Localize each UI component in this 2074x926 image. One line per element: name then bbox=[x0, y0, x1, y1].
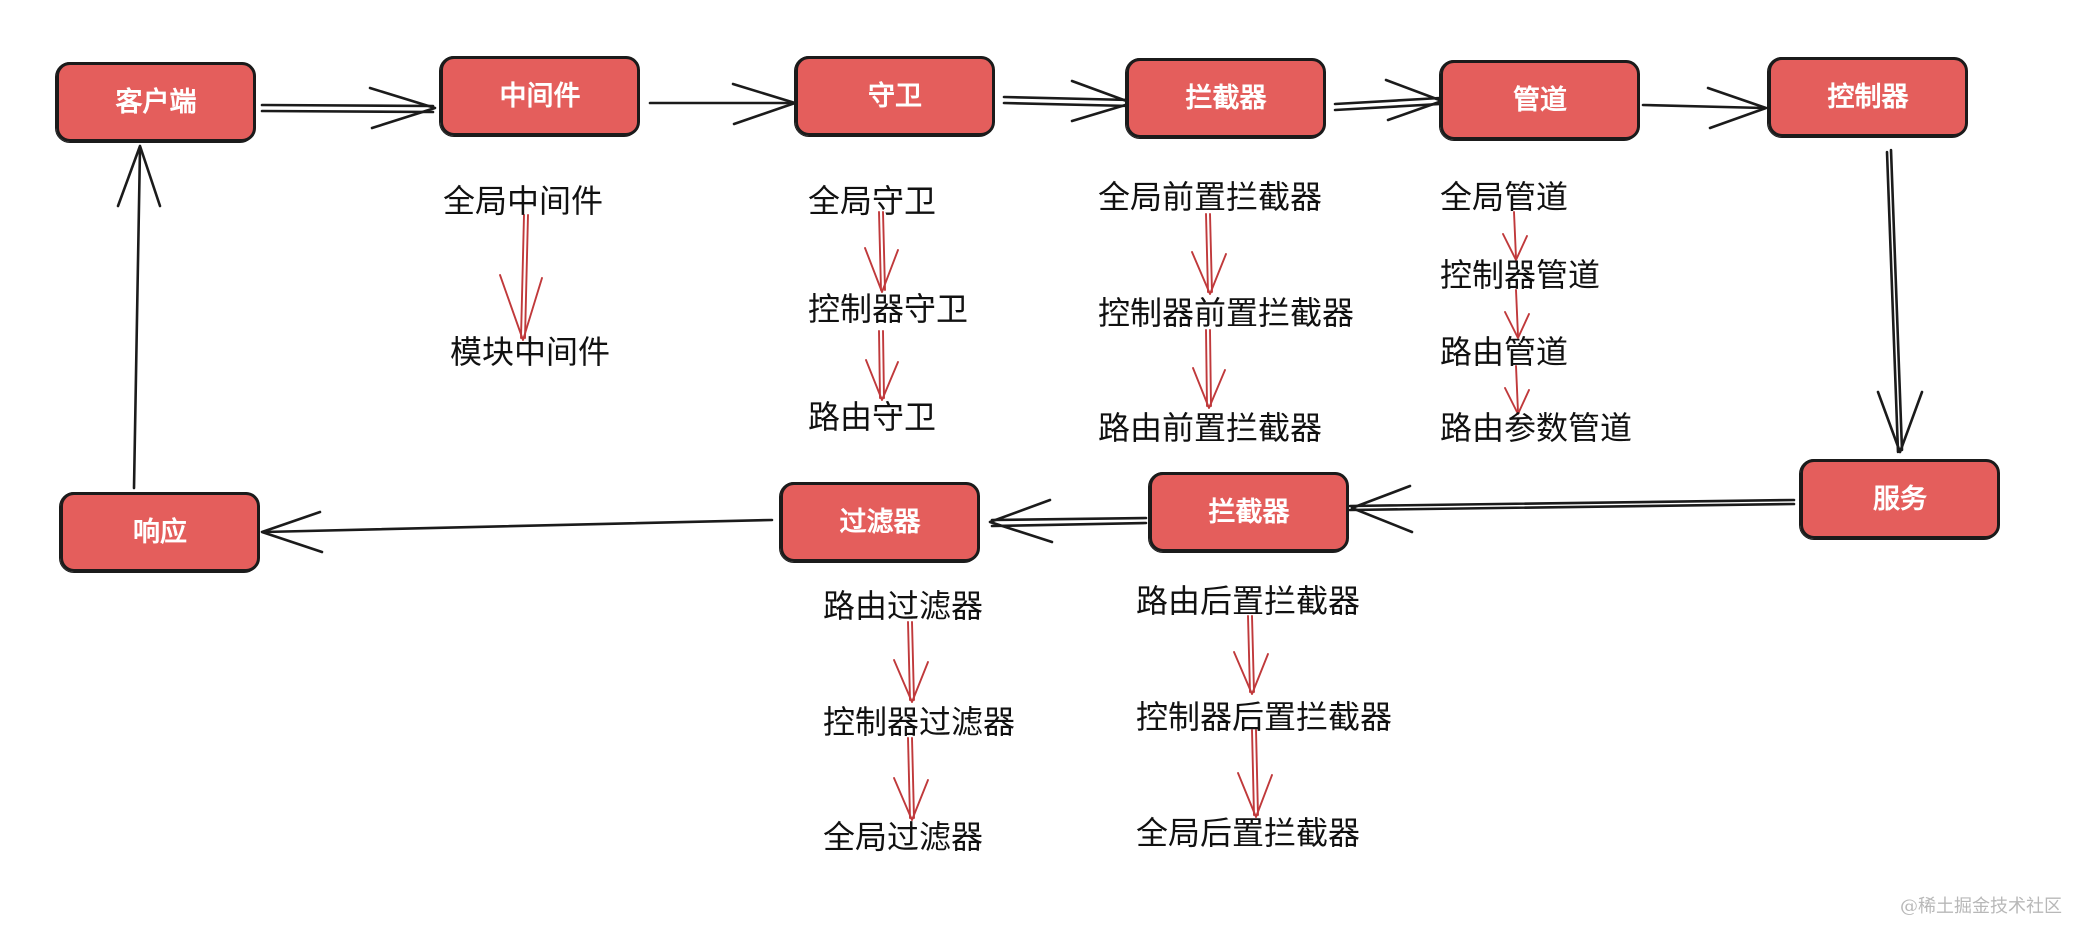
node-service: 服务 bbox=[1799, 459, 2000, 540]
node-client: 客户端 bbox=[55, 62, 256, 143]
node-response: 响应 bbox=[59, 492, 260, 573]
arrow-controller-to-service bbox=[1876, 148, 1924, 454]
node-interceptor-post: 拦截器 bbox=[1148, 472, 1349, 553]
arrow-interceptor-to-pipe bbox=[1333, 78, 1444, 122]
guard-chain-item: 控制器守卫 bbox=[808, 290, 969, 328]
chain-arrow-interceptor-pre-1 bbox=[1191, 213, 1227, 295]
chain-arrow-pipe-1 bbox=[1502, 211, 1528, 261]
pipe-chain-item: 路由管道 bbox=[1440, 333, 1569, 371]
guard-chain-item: 路由守卫 bbox=[808, 398, 937, 436]
chain-arrow-filter-2 bbox=[893, 737, 929, 821]
node-interceptor-pre: 拦截器 bbox=[1125, 58, 1326, 139]
arrow-middleware-to-guard bbox=[648, 82, 797, 126]
interceptor-pre-chain-item: 路由前置拦截器 bbox=[1098, 409, 1323, 447]
guard-chain-item: 全局守卫 bbox=[808, 182, 937, 220]
arrow-client-to-middleware bbox=[260, 86, 437, 130]
interceptor-pre-chain-item: 控制器前置拦截器 bbox=[1098, 294, 1355, 332]
chain-arrow-guard-2 bbox=[865, 330, 899, 401]
node-guard: 守卫 bbox=[794, 56, 995, 137]
filter-chain-item: 全局过滤器 bbox=[823, 818, 984, 856]
pipe-chain-item: 路由参数管道 bbox=[1440, 409, 1633, 447]
interceptor-pre-chain-item: 全局前置拦截器 bbox=[1098, 178, 1323, 216]
arrow-pipe-to-controller bbox=[1641, 86, 1768, 130]
chain-arrow-interceptor-post-1 bbox=[1233, 615, 1269, 695]
filter-chain-item: 控制器过滤器 bbox=[823, 703, 1016, 741]
interceptor-post-chain-item: 路由后置拦截器 bbox=[1136, 582, 1361, 620]
chain-arrow-pipe-2 bbox=[1504, 289, 1530, 339]
arrow-service-to-interceptor bbox=[1348, 484, 1796, 534]
pipe-chain-item: 控制器管道 bbox=[1440, 256, 1601, 294]
pipe-chain-item: 全局管道 bbox=[1440, 178, 1569, 216]
node-filter: 过滤器 bbox=[779, 482, 980, 563]
interceptor-post-chain-item: 全局后置拦截器 bbox=[1136, 814, 1361, 852]
arrow-filter-to-response bbox=[260, 510, 774, 554]
chain-arrow-guard-1 bbox=[864, 211, 899, 293]
arrow-guard-to-interceptor bbox=[1002, 79, 1134, 123]
chain-arrow-middleware-1 bbox=[499, 214, 543, 341]
chain-arrow-interceptor-pre-2 bbox=[1192, 329, 1226, 409]
node-middleware: 中间件 bbox=[439, 56, 640, 137]
arrow-response-to-client bbox=[116, 144, 162, 490]
node-pipe: 管道 bbox=[1439, 60, 1640, 141]
chain-arrow-filter-1 bbox=[893, 621, 929, 703]
chain-arrow-interceptor-post-2 bbox=[1237, 729, 1273, 818]
arrow-interceptor-to-filter bbox=[988, 498, 1148, 544]
interceptor-post-chain-item: 控制器后置拦截器 bbox=[1136, 698, 1393, 736]
middleware-chain-item: 全局中间件 bbox=[443, 182, 604, 220]
filter-chain-item: 路由过滤器 bbox=[823, 587, 984, 625]
watermark: @稀土掘金技术社区 bbox=[1900, 896, 2062, 917]
middleware-chain-item: 模块中间件 bbox=[450, 333, 611, 371]
node-controller: 控制器 bbox=[1767, 57, 1968, 138]
chain-arrow-pipe-3 bbox=[1504, 365, 1530, 415]
